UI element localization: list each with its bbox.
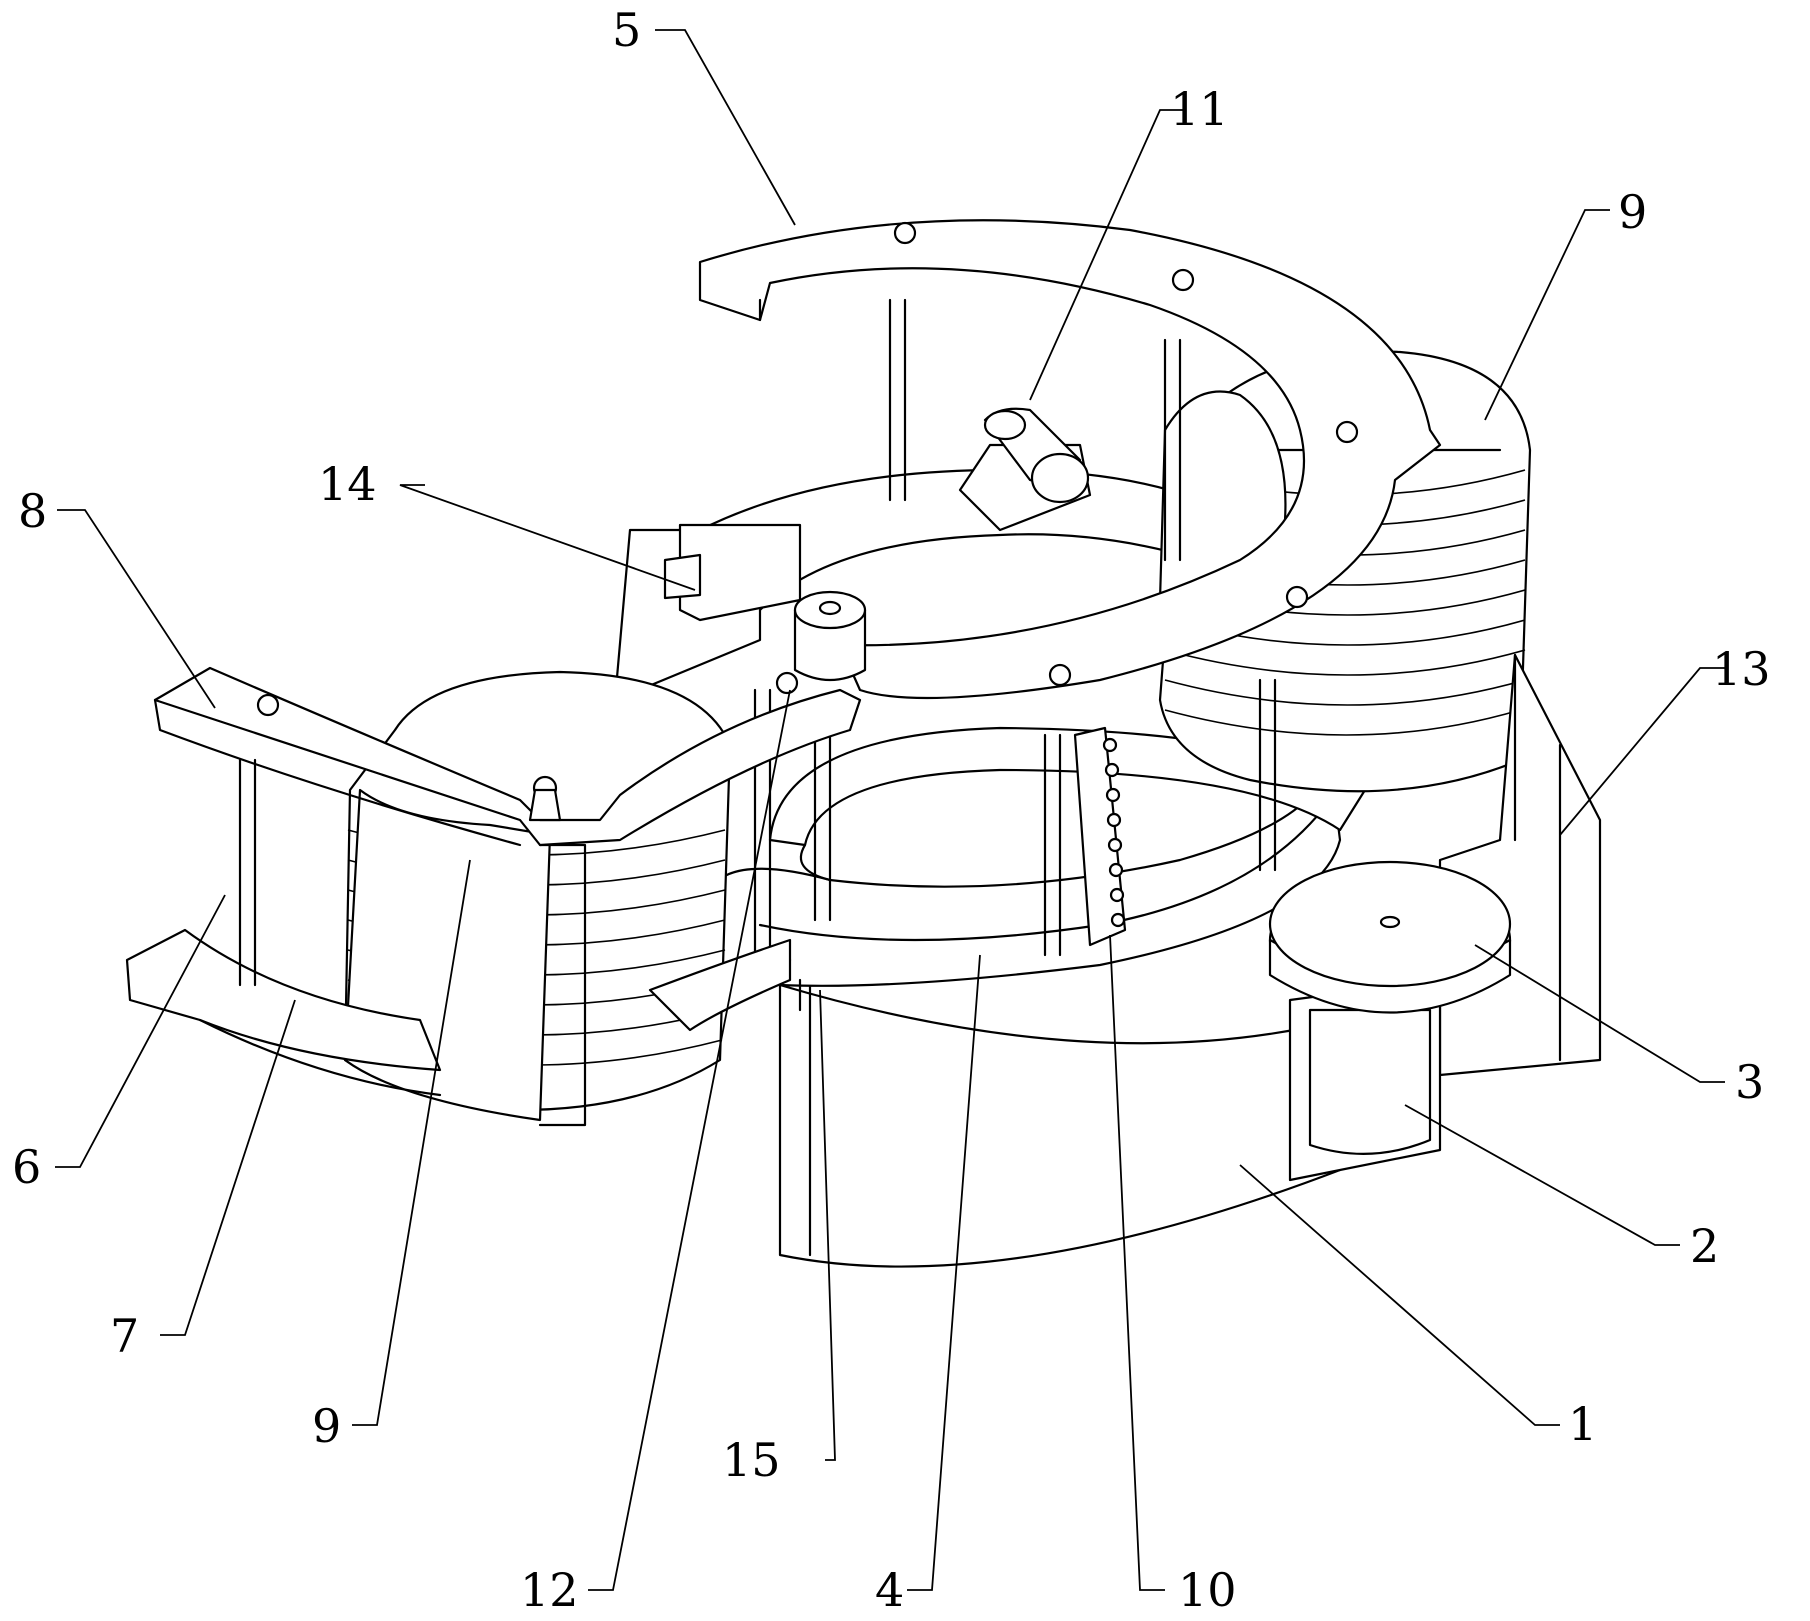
label-7: 7 xyxy=(110,1309,139,1363)
leader-lines xyxy=(55,29,1725,1591)
callout-labels: 5 11 9 14 8 13 3 2 1 6 7 9 15 12 4 10 xyxy=(12,3,1771,1617)
label-15: 15 xyxy=(722,1433,781,1487)
back-housing xyxy=(613,468,1202,702)
label-9-left: 9 xyxy=(312,1399,341,1453)
label-9-right: 9 xyxy=(1618,185,1647,239)
label-5: 5 xyxy=(612,3,641,57)
label-14: 14 xyxy=(318,457,377,511)
perforated-strip xyxy=(1073,726,1127,947)
label-4: 4 xyxy=(875,1563,904,1617)
label-6: 6 xyxy=(12,1140,41,1194)
upper-arc-plate xyxy=(698,219,1442,700)
label-13: 13 xyxy=(1712,642,1771,696)
camera-sensor xyxy=(958,407,1092,532)
motor xyxy=(1268,860,1512,1182)
label-8: 8 xyxy=(18,484,47,538)
label-11: 11 xyxy=(1170,82,1229,136)
left-rods xyxy=(238,758,257,987)
label-3: 3 xyxy=(1735,1055,1764,1109)
label-2: 2 xyxy=(1690,1219,1719,1273)
connector-block xyxy=(793,590,867,681)
label-1: 1 xyxy=(1568,1397,1597,1451)
left-upper-arc xyxy=(153,666,862,847)
label-12: 12 xyxy=(520,1563,579,1617)
base-body xyxy=(778,983,1342,1268)
label-10: 10 xyxy=(1178,1563,1237,1617)
left-lower-arc xyxy=(125,928,792,1097)
support-rods xyxy=(753,298,1277,962)
